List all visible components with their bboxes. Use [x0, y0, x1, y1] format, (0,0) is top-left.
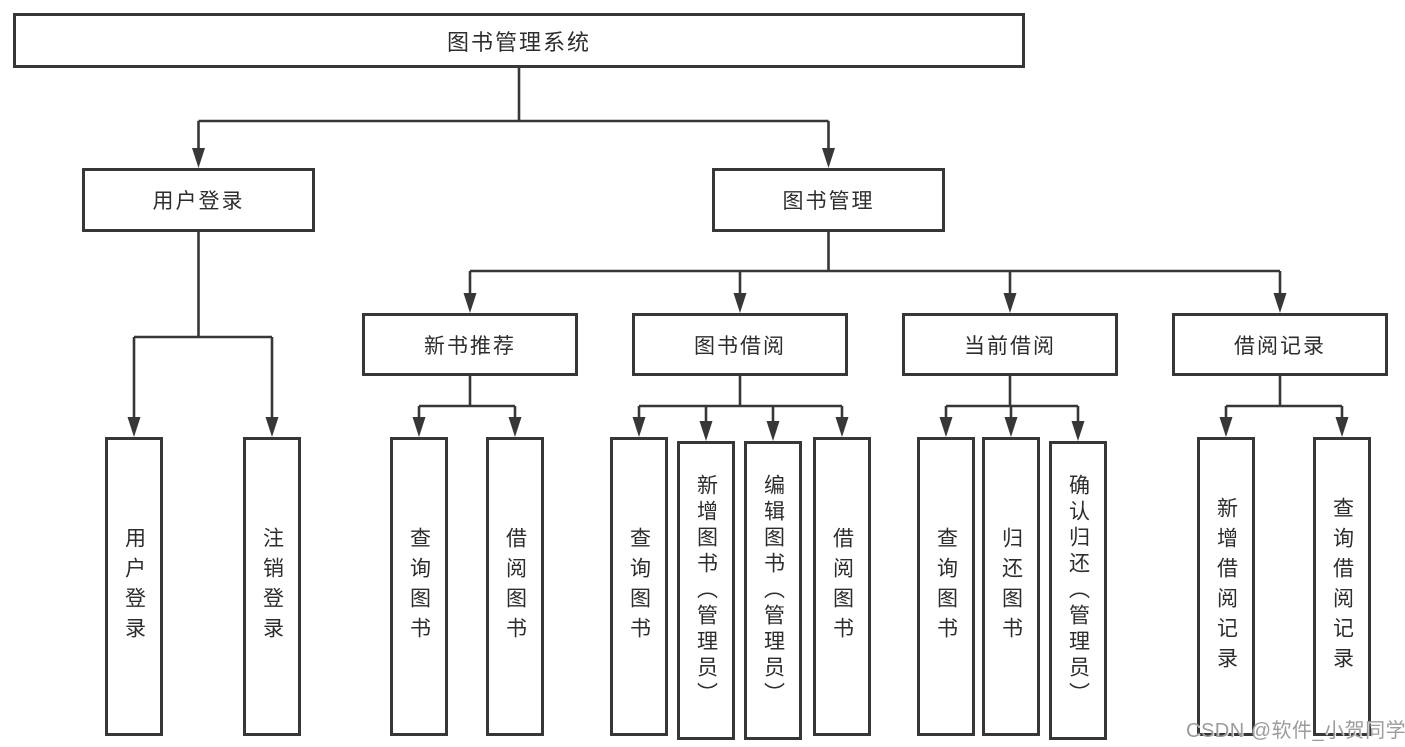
- arrowhead-icon: [1273, 293, 1287, 313]
- arrowhead-icon: [632, 417, 646, 437]
- leaf-add-books-admin: 新增图书（管理员）: [677, 441, 735, 740]
- node-library-management-system: 图书管理系统: [13, 13, 1025, 68]
- arrowhead-icon: [1335, 417, 1349, 437]
- arrowhead-icon: [265, 417, 279, 437]
- arrowhead-icon: [699, 421, 713, 441]
- leaf-confirm-return-admin: 确认归还（管理员）: [1049, 441, 1107, 740]
- arrowhead-icon: [939, 417, 953, 437]
- arrowhead-icon: [766, 421, 780, 441]
- leaf-logout: 注销登录: [243, 437, 301, 736]
- arrowhead-icon: [192, 148, 205, 168]
- node-new-book-recommendation: 新书推荐: [362, 313, 578, 376]
- arrowhead-icon: [412, 417, 426, 437]
- arrowhead-icon: [1219, 417, 1233, 437]
- arrowhead-icon: [1003, 293, 1017, 313]
- leaf-query-books-borrowing: 查询图书: [610, 437, 668, 736]
- node-book-management: 图书管理: [712, 168, 945, 232]
- arrowhead-icon: [1071, 421, 1085, 441]
- leaf-add-borrow-record: 新增借阅记录: [1197, 437, 1255, 736]
- node-book-borrowing: 图书借阅: [632, 313, 848, 376]
- leaf-borrow-books-recommend: 借阅图书: [486, 437, 544, 736]
- node-current-borrowing: 当前借阅: [902, 313, 1118, 376]
- node-borrowing-records: 借阅记录: [1172, 313, 1388, 376]
- leaf-query-borrow-record: 查询借阅记录: [1313, 437, 1371, 736]
- arrowhead-icon: [733, 293, 747, 313]
- csdn-watermark: CSDN @软件_小贺同学: [1186, 720, 1405, 742]
- arrowhead-icon: [127, 417, 141, 437]
- leaf-return-books: 归还图书: [982, 437, 1040, 736]
- arrowhead-icon: [822, 148, 835, 168]
- leaf-edit-books-admin: 编辑图书（管理员）: [744, 441, 802, 740]
- leaf-query-books-current: 查询图书: [917, 437, 975, 736]
- arrowhead-icon: [463, 293, 477, 313]
- node-user-login: 用户登录: [82, 168, 315, 232]
- leaf-query-books-recommend: 查询图书: [390, 437, 448, 736]
- arrowhead-icon: [508, 417, 522, 437]
- leaf-user-login: 用户登录: [105, 437, 163, 736]
- leaf-borrow-books-borrowing: 借阅图书: [813, 437, 871, 736]
- arrowhead-icon: [835, 417, 849, 437]
- arrowhead-icon: [1004, 417, 1018, 437]
